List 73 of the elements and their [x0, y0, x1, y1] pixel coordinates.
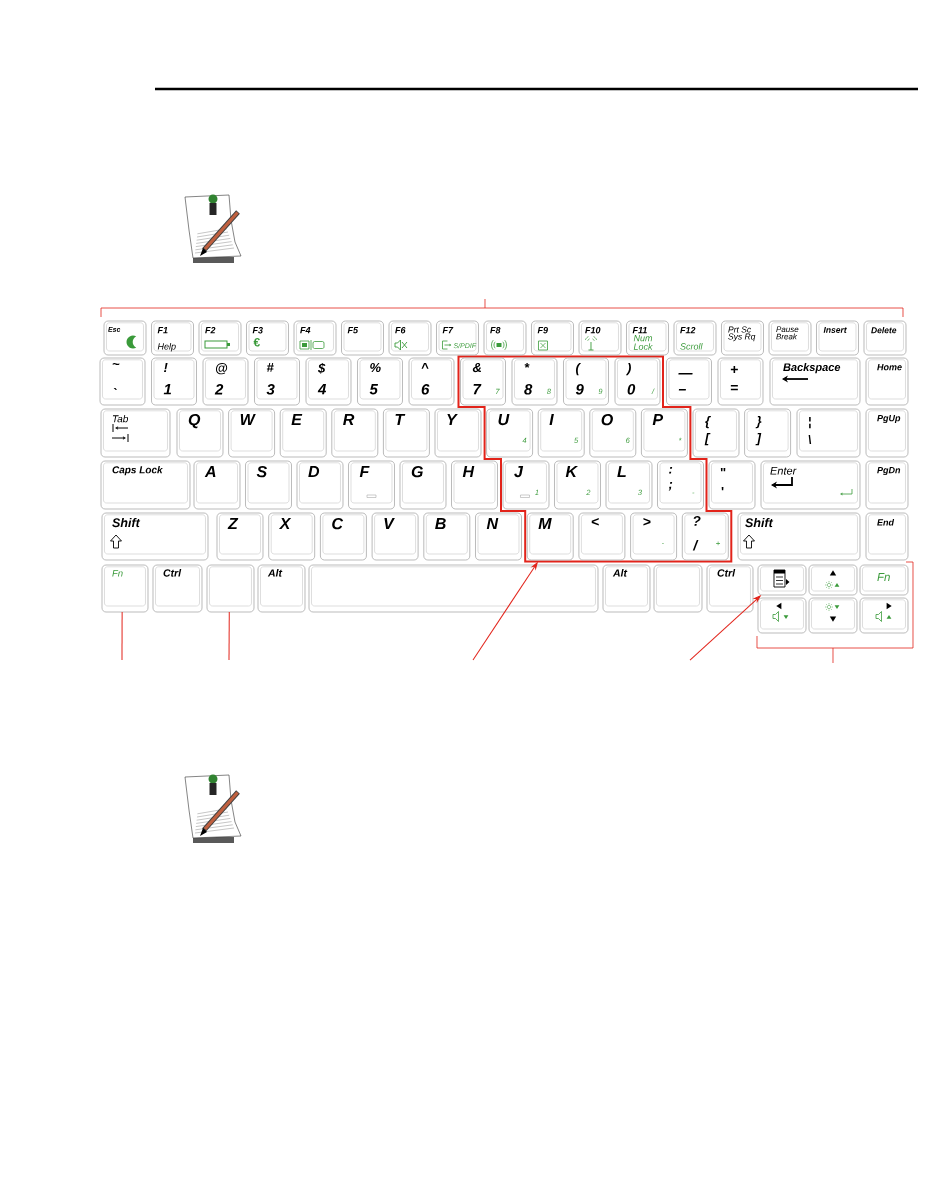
key: + =: [717, 357, 764, 406]
key: F: [348, 460, 395, 510]
leader-line: [121, 611, 123, 661]
key: Shift: [101, 512, 209, 561]
key: Fn: [859, 564, 909, 596]
key: — –: [666, 357, 712, 406]
key: $ 4: [305, 357, 352, 406]
key: Fn: [101, 564, 149, 613]
key: Shift: [737, 512, 861, 561]
key: Prt Sc Sys Rq: [721, 320, 764, 356]
leader-line: [472, 562, 538, 661]
key: % 5: [357, 357, 403, 406]
key: H: [451, 460, 498, 510]
key: ! 1: [151, 357, 197, 406]
key: T: [383, 408, 430, 458]
leader-line: [228, 611, 230, 661]
key: Alt: [257, 564, 306, 613]
key: M: [526, 512, 574, 561]
leader-line: [689, 595, 761, 661]
key: Backspace: [769, 357, 861, 406]
key: Delete: [863, 320, 907, 356]
key: F11 Num Lock: [626, 320, 669, 356]
key: ~ `: [99, 357, 146, 406]
key: Ctrl: [152, 564, 203, 613]
key: R: [331, 408, 379, 458]
key: > .: [630, 512, 677, 561]
key: V: [371, 512, 419, 561]
key: [206, 564, 255, 613]
key: F9: [531, 320, 574, 356]
key: End: [865, 512, 909, 561]
key: Caps Lock: [100, 460, 191, 510]
key: F4: [293, 320, 337, 356]
key: <: [578, 512, 626, 561]
key: E: [279, 408, 327, 458]
key: F5: [341, 320, 384, 356]
key: F3 €: [246, 320, 289, 356]
key: Tab: [100, 408, 171, 458]
key: F6: [388, 320, 432, 356]
key: F1 Help: [151, 320, 194, 356]
key: S: [245, 460, 292, 510]
key: Alt: [602, 564, 651, 613]
key: N: [475, 512, 522, 561]
key: F10: [578, 320, 622, 356]
key: Pause Break: [768, 320, 812, 356]
key: B: [423, 512, 471, 561]
key: { [: [692, 408, 740, 458]
key: ^ 6: [408, 357, 455, 406]
key: PgDn: [865, 460, 909, 510]
key: ¦ \: [796, 408, 861, 458]
key: G: [399, 460, 447, 510]
key: D: [296, 460, 344, 510]
space-bar: [308, 564, 599, 613]
key: @ 2: [202, 357, 249, 406]
key: PgUp: [865, 408, 909, 458]
key: Y: [434, 408, 482, 458]
key: [653, 564, 703, 613]
key: ? / +: [681, 512, 729, 561]
key: # 3: [254, 357, 300, 406]
key: Ctrl: [706, 564, 754, 613]
key: F2: [198, 320, 242, 356]
key: Insert: [816, 320, 859, 356]
key: A: [193, 460, 241, 510]
key: F12 Scroll: [673, 320, 717, 356]
key: C: [320, 512, 367, 561]
key: W: [228, 408, 275, 458]
key: F8: [483, 320, 527, 356]
key: Q: [176, 408, 224, 458]
key: } ]: [744, 408, 791, 458]
key: Home: [865, 357, 909, 406]
key: Z: [216, 512, 264, 561]
key: Enter: [760, 460, 861, 510]
key: X: [268, 512, 316, 561]
key: " ': [708, 460, 756, 510]
